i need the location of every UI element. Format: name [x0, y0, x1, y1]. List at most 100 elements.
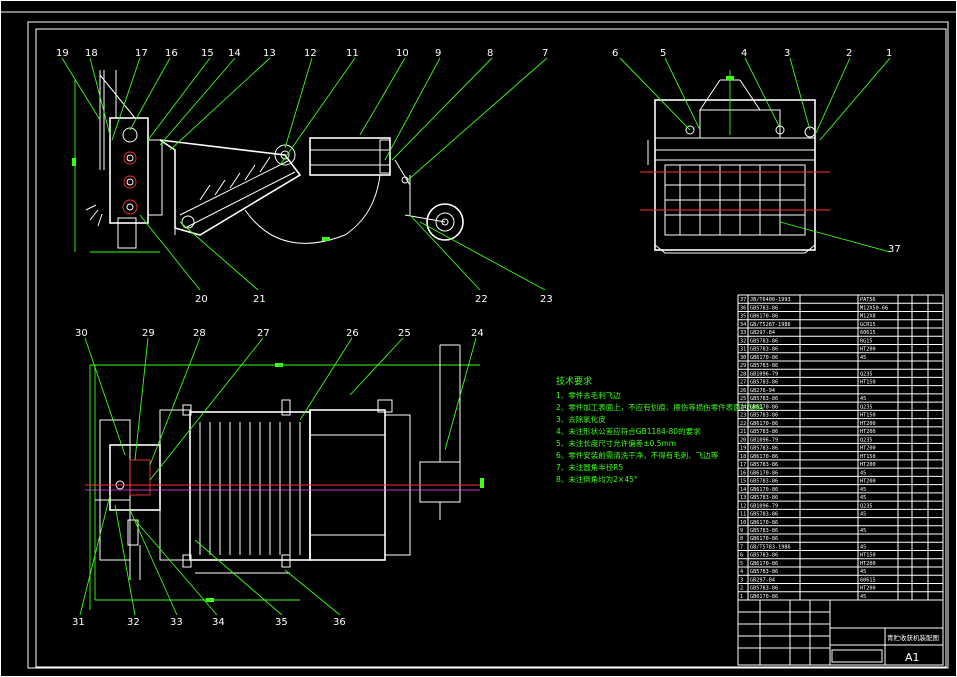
bom-cell: Q235	[860, 437, 873, 443]
bom-cell: GCR15	[860, 322, 876, 328]
bom-cell: 33	[740, 330, 746, 336]
bom-cell: HT200	[860, 561, 876, 567]
bom-cell: 10	[740, 520, 746, 526]
bom-cell: GB6170-86	[750, 520, 778, 526]
bom-cell: 31	[740, 347, 746, 353]
balloon-32: 32	[127, 617, 140, 628]
bom-cell: 45	[860, 487, 866, 493]
balloon-18: 18	[85, 48, 98, 59]
balloon-4: 4	[741, 48, 747, 59]
bom-cell: 45	[860, 470, 866, 476]
balloon-6: 6	[612, 48, 618, 59]
bom-cell: HT200	[860, 421, 876, 427]
balloon-13: 13	[263, 48, 276, 59]
bom-cell: 1	[740, 594, 743, 600]
bom-cell: 45	[860, 544, 866, 550]
bom-cell: 45	[860, 594, 866, 600]
bom-cell: HT150	[860, 553, 876, 559]
bom-cell: GB/T5783-1986	[750, 544, 791, 550]
bom-cell: GB6170-86	[750, 594, 778, 600]
balloon-26: 26	[346, 328, 359, 339]
bom-cell: 28	[740, 371, 746, 377]
tech-item-6: 6、零件安装前需清洗干净，不得有毛刺、飞边等	[556, 450, 719, 460]
balloon-10: 10	[396, 48, 409, 59]
bom-cell: 18	[740, 454, 746, 460]
bom-cell: 45	[860, 569, 866, 575]
bom-cell: 21	[740, 429, 746, 435]
balloon-29: 29	[142, 328, 155, 339]
bom-cell: HT200	[860, 586, 876, 592]
bom-cell: 29	[740, 363, 746, 369]
bom-cell: HT200	[860, 446, 876, 452]
bom-cell: PAT56	[860, 297, 876, 303]
bom-cell: 60615	[860, 577, 876, 583]
balloon-1: 1	[886, 48, 892, 59]
bom-cell: GB5783-86	[750, 363, 778, 369]
bom-cell: 30	[740, 355, 746, 361]
tech-item-7: 7、未注圆角半径R5	[556, 462, 623, 472]
balloon-25: 25	[398, 328, 411, 339]
bom-cell: GB5783-86	[750, 413, 778, 419]
bom-cell: 17	[740, 462, 746, 468]
bom-cell: GB5783-86	[750, 380, 778, 386]
tech-item-1: 1、零件去毛刺飞边	[556, 390, 621, 400]
bom-cell: GB5783-86	[750, 305, 778, 311]
title-block: 青贮收获机装配图 A1	[737, 599, 944, 666]
bom-cell: GB1096-79	[750, 437, 778, 443]
bom-cell: 60615	[860, 330, 876, 336]
bom-cell: GB5783-86	[750, 586, 778, 592]
bom-cell: GB5783-86	[750, 446, 778, 452]
bom-cell: 14	[740, 487, 746, 493]
bom-cell: 3	[740, 577, 743, 583]
sheet-size: A1	[905, 651, 920, 664]
balloon-28: 28	[193, 328, 206, 339]
bom-cell: GB5783-86	[750, 338, 778, 344]
bom-cell: 15	[740, 479, 746, 485]
balloon-36: 36	[333, 617, 346, 628]
bom-cell: 5	[740, 561, 743, 567]
balloon-labels: 19 18 17 16 15 14 13 12 11 10 9 8 7 6 5 …	[56, 48, 901, 628]
balloon-33: 33	[170, 617, 183, 628]
bom-cell: GB5783-86	[750, 512, 778, 518]
balloon-27: 27	[257, 328, 270, 339]
bom-cell: GB1096-79	[750, 371, 778, 377]
bom-cell: GB6170-86	[750, 561, 778, 567]
bom-cell: 27	[740, 380, 746, 386]
bom-cell: HT200	[860, 347, 876, 353]
balloon-35: 35	[275, 617, 288, 628]
bom-cell: GB5783-86	[750, 347, 778, 353]
bom-cell: 11	[740, 512, 746, 518]
balloon-11: 11	[346, 48, 359, 59]
bom-cell: 24	[740, 404, 746, 410]
bom-cell: 6	[740, 553, 743, 559]
balloon-17: 17	[135, 48, 148, 59]
bom-cell: GB276-94	[750, 388, 775, 394]
bom-cell: 37	[740, 297, 746, 303]
balloon-7: 7	[542, 48, 548, 59]
bom-cell: GB1096-79	[750, 503, 778, 509]
technical-requirements: 技术要求 1、零件去毛刺飞边 2、零件加工表面上，不应有划痕、擦伤等损伤零件表面…	[556, 375, 763, 484]
bom-cell: 45	[860, 528, 866, 534]
bom-cell: HT200	[860, 462, 876, 468]
bom-cell: Q235	[860, 371, 873, 377]
bom-cell: GB5783-86	[750, 396, 778, 402]
balloon-34: 34	[212, 617, 225, 628]
bom-cell: GB6170-86	[750, 536, 778, 542]
bom-cell: 23	[740, 413, 746, 419]
bom-cell: Q235	[860, 503, 873, 509]
bom-cell: HT200	[860, 479, 876, 485]
bom-cell: GB5783-86	[750, 569, 778, 575]
bom-cell: 34	[740, 322, 746, 328]
bom-cell: 8	[740, 536, 743, 542]
balloon-30: 30	[75, 328, 88, 339]
bom-cell: GB6170-86	[750, 404, 778, 410]
balloon-9: 9	[435, 48, 441, 59]
balloon-3: 3	[784, 48, 790, 59]
balloon-21: 21	[253, 294, 266, 305]
balloon-16: 16	[165, 48, 178, 59]
bom-cell: GB5783-86	[750, 429, 778, 435]
leader-lines	[61, 57, 891, 616]
balloon-37: 37	[888, 244, 901, 255]
